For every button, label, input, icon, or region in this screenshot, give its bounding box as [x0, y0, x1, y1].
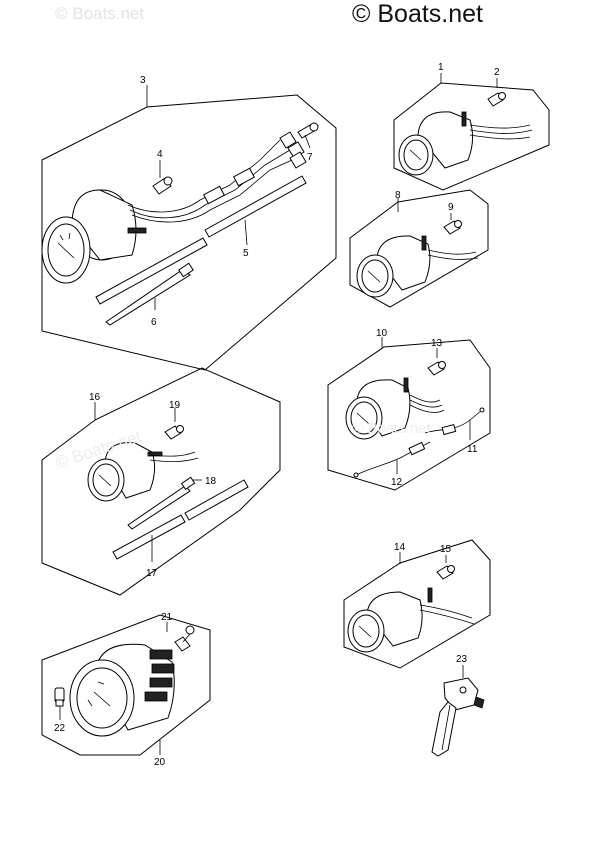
callout-4[interactable]: 4: [157, 149, 163, 160]
gauge-14-icon: [347, 587, 433, 653]
callout-13[interactable]: 13: [431, 338, 443, 349]
group-3-panel: 3: [41, 75, 337, 371]
callout-21[interactable]: 21: [161, 612, 173, 623]
bulb-19-icon: [164, 425, 184, 440]
gauge-10-icon: [345, 377, 411, 440]
harness-12-icon: [353, 441, 431, 478]
bulb-9-icon: [443, 220, 462, 235]
group-16-panel: 16 19 18: [41, 367, 281, 596]
callout-5[interactable]: 5: [243, 248, 249, 259]
callout-20[interactable]: 20: [154, 757, 166, 768]
callout-22[interactable]: 22: [54, 723, 66, 734]
callout-12[interactable]: 12: [391, 477, 403, 488]
callout-2[interactable]: 2: [494, 67, 500, 78]
bulb-2-icon: [487, 92, 506, 107]
watermark: © Boats.net: [352, 0, 483, 28]
bulb-7-icon: [297, 122, 319, 139]
callout-16[interactable]: 16: [89, 392, 101, 403]
gauge-8-icon: [356, 235, 431, 298]
bulb-15-icon: [436, 565, 455, 580]
group-8-panel: 8 9: [349, 189, 489, 308]
callout-9[interactable]: 9: [448, 202, 454, 213]
callout-19[interactable]: 19: [169, 400, 181, 411]
group-14-panel: 14 15: [343, 539, 491, 669]
bulb-22-icon: [54, 687, 65, 707]
callout-18[interactable]: 18: [205, 476, 217, 487]
gauge-20-icon: [69, 643, 175, 737]
bulb-13-icon: [427, 361, 446, 376]
gauge-3-icon: [41, 189, 147, 284]
callout-14[interactable]: 14: [394, 542, 406, 553]
watermark-faint-right: © Boats.net: [352, 420, 431, 437]
callout-7[interactable]: 7: [307, 152, 313, 163]
callout-11[interactable]: 11: [467, 444, 478, 455]
tube-17-icon: [112, 479, 249, 560]
sender-23-icon: [431, 677, 485, 757]
callout-23[interactable]: 23: [456, 654, 468, 665]
callout-17[interactable]: 17: [146, 568, 158, 579]
callout-8[interactable]: 8: [395, 190, 401, 201]
callout-10[interactable]: 10: [376, 328, 388, 339]
callout-15[interactable]: 15: [440, 544, 452, 555]
gauge-16-icon: [87, 442, 163, 502]
tie-6-icon: [105, 262, 194, 326]
tie-18-icon: [127, 476, 196, 530]
watermark-faint: © Boats.net: [55, 4, 145, 23]
group-1-panel: 1 2: [393, 62, 550, 191]
callout-3[interactable]: 3: [140, 75, 146, 86]
gauge-1-icon: [398, 111, 474, 176]
callout-6[interactable]: 6: [151, 317, 157, 328]
group-20-panel: 20 21: [41, 612, 211, 768]
callout-1[interactable]: 1: [438, 62, 444, 73]
bulb-21-icon: [174, 625, 195, 652]
bulb-4-icon: [152, 176, 173, 195]
tube-5-icon: [95, 175, 307, 305]
group-10-panel: 10 13 11: [327, 328, 491, 491]
part-23: 23: [431, 654, 485, 757]
